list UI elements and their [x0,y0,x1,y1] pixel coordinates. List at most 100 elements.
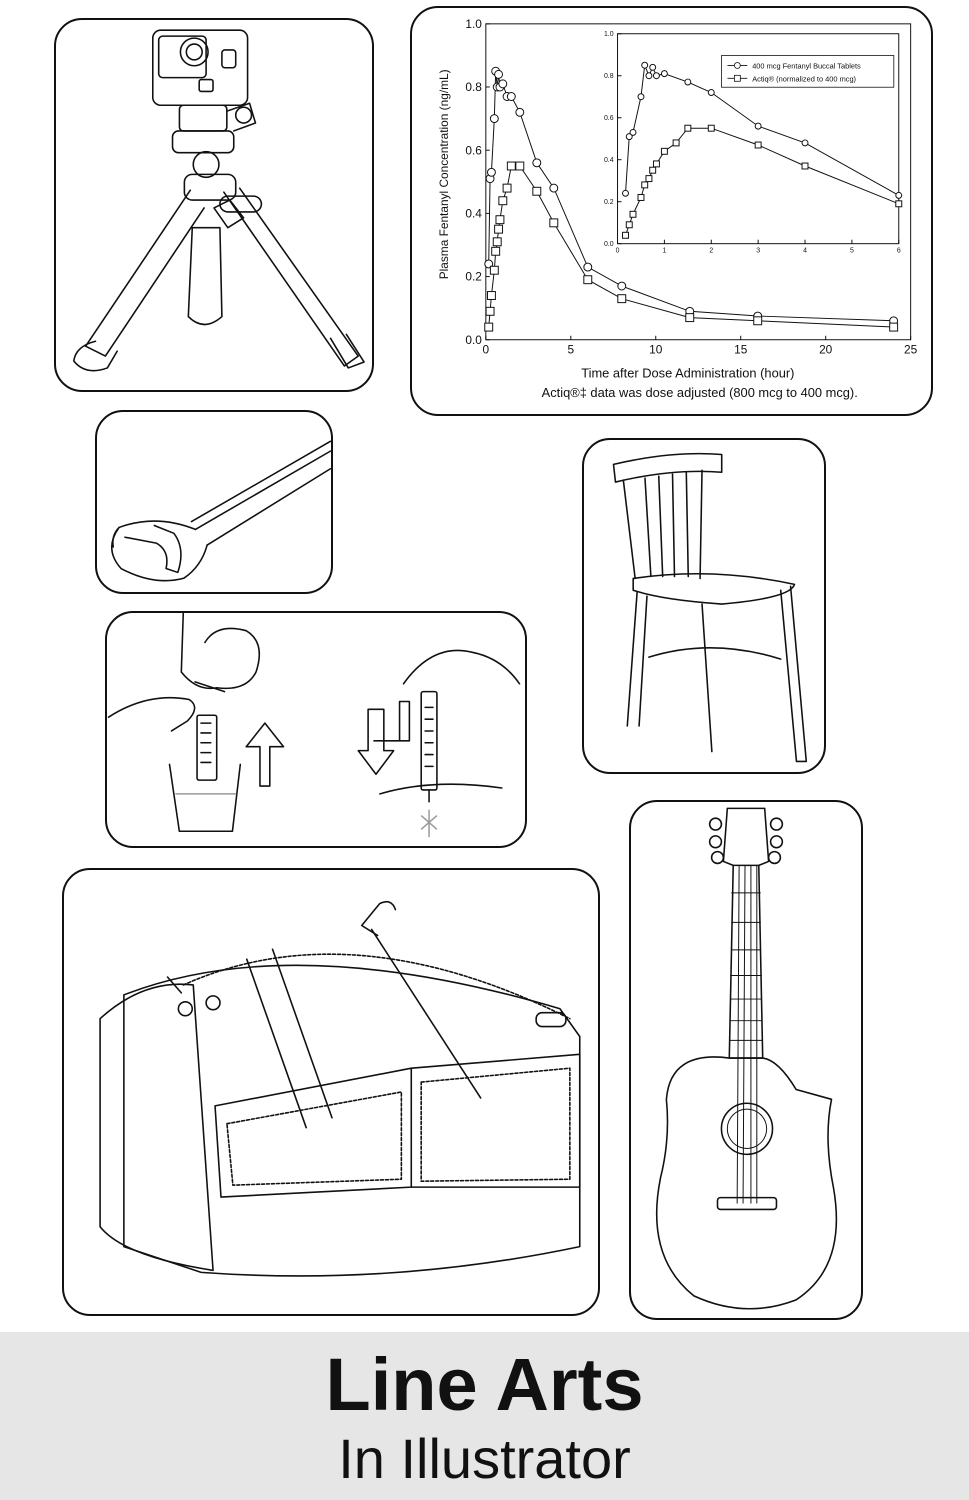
main-series-2-point [549,218,559,228]
inset-x-tick-label: 5 [850,248,854,255]
main-series-2-point [495,215,505,225]
inset-y-tick-label: 0.6 [604,115,614,122]
chair-icon [612,452,808,763]
inset-y-tick-label: 0.0 [604,241,614,248]
legend-series-1: 400 mcg Fentanyl Buccal Tablets [752,61,861,70]
inset-series-2-point [652,160,660,168]
tripod-panel [54,18,374,392]
x-axis-label: Time after Dose Administration (hour) [581,365,794,380]
inset-series-2-point [660,147,668,155]
main-series-1-point [498,79,508,89]
inset-series-2-line [625,127,899,236]
inset-series-1-point [645,72,653,80]
inset-series-2-point [629,210,637,218]
main-y-tick-label: 0.0 [465,333,482,347]
main-series-2-point [485,306,495,316]
inset-series-1-point [684,78,692,86]
main-series-1-point [486,167,496,177]
inset-series-2-point [622,231,629,239]
main-series-2-point [494,224,504,234]
main-plot-frame [485,23,912,341]
inset-x-tick-label: 1 [662,248,666,255]
chair-panel [582,438,826,774]
footer-banner: Line Arts In Illustrator [0,1332,969,1500]
main-series-2-point [484,322,494,332]
legend-square-marker [733,74,741,82]
main-chart-marks [484,66,899,332]
inset-series-1-point [637,93,645,101]
main-y-tick-label: 1.0 [465,17,482,31]
inset-x-tick-label: 4 [803,248,807,255]
inset-series-2-point [754,141,762,149]
main-series-1-line [488,71,894,322]
inset-series-2-point [645,175,653,183]
inset-y-tick-label: 0.8 [604,73,614,80]
inset-series-1-line [625,65,900,196]
inset-series-2-point [684,124,692,132]
main-series-2-point [498,196,508,206]
main-x-tick-label: 15 [734,343,748,357]
main-series-2-point [532,186,542,196]
bag-panel [62,868,600,1316]
inset-x-tick-label: 2 [709,248,713,255]
inset-series-2-point [801,162,809,170]
bag-icon [99,900,581,1277]
main-x-tick-label: 5 [567,343,574,357]
main-series-1-point [494,69,504,79]
main-series-2-point [486,291,496,300]
main-series-2-point [685,313,695,323]
inset-series-2-point [672,139,680,147]
syringe-panel [105,611,527,848]
footer-title: Line Arts [325,1343,644,1426]
inset-series-2-point [641,181,649,189]
inset-y-tick-label: 0.2 [604,199,614,206]
inset-x-tick-label: 3 [756,248,760,255]
inset-y-tick-label: 0.4 [604,157,614,164]
main-y-tick-label: 0.8 [465,80,482,94]
inset-series-1-point [660,70,668,78]
inset-series-1-point [625,133,633,141]
inset-series-1-point [622,189,629,197]
inset-y-tick-label: 1.0 [604,31,614,38]
main-x-tick-label: 10 [649,343,663,357]
footer-subtitle: In Illustrator [338,1427,631,1490]
arrow-up-icon [245,722,285,787]
camera-tripod-icon [72,29,365,372]
inset-legend: 400 mcg Fentanyl Buccal Tablets Actiq® (… [721,55,895,88]
main-series-1-point [549,183,559,193]
main-series-2-point [492,237,502,247]
inset-chart-marks [622,61,903,239]
main-series-1-point [532,158,542,168]
guitar-panel [629,800,863,1320]
chart-note: Actiq®‡ data was dose adjusted (800 mcg … [542,385,858,400]
main-series-2-point [489,265,499,275]
inset-series-1-point [629,128,637,136]
main-x-tick-label: 0 [483,343,490,357]
main-series-2-point [502,183,512,193]
inset-x-tick-label: 0 [616,248,620,255]
main-y-tick-label: 0.4 [465,207,482,221]
main-series-2-point [515,161,525,171]
inset-series-1-point [641,61,649,69]
main-x-tick-label: 25 [904,343,918,357]
inset-series-1-point [801,139,809,147]
inset-chart-axes: 0 1 2 3 4 5 6 0.0 0.2 0.4 0.6 0.8 1.0 [604,31,901,254]
legend-circle-marker [733,62,741,69]
main-series-2-point [491,246,501,256]
inset-series-2-point [707,124,715,132]
inset-series-2-point [637,194,645,201]
inset-series-1-point [649,63,657,71]
syringe-icon [107,613,521,838]
inset-x-tick-label: 6 [897,248,901,255]
main-series-2-point [889,322,899,332]
inset-series-2-point [649,166,657,174]
inset-series-1-point [754,122,762,130]
legend-series-2: Actiq® (normalized to 400 mcg) [752,74,856,83]
main-series-1-point [583,262,593,272]
main-series-2-point [506,161,516,171]
main-series-1-point [515,107,525,117]
y-axis-label: Plasma Fentanyl Concentration (ng/mL) [437,69,451,279]
